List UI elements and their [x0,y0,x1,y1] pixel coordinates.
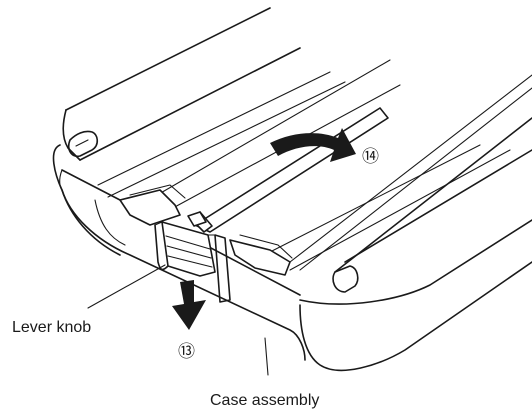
left-latch-notch [75,139,89,147]
screwdriver-shaft [194,107,389,233]
case-right-bottom-edge-2 [299,261,532,372]
label-case-assembly: Case assembly [210,392,319,409]
case-right-rim-top [334,117,532,273]
case-left-inner-slope-2 [107,81,346,198]
lever-knob-side [154,224,169,271]
label-lever-knob: Lever knob [12,319,91,336]
lever-knob-ridge-3 [167,255,213,268]
step-13-number: ⑬ [178,342,195,362]
lever-knob-body [161,221,216,277]
lever-knob-post-left [154,221,163,226]
case-floor-line-1 [139,59,391,206]
case-floor-line-4 [269,144,481,253]
case-floor-line-3 [289,149,511,271]
latch-housing-right [229,239,291,276]
case-left-rim-inner [79,47,301,161]
case-left-inner-slope [97,71,331,186]
latch-housing-right-top [239,234,293,259]
case-right-rim-inner [344,149,532,263]
lever-knob-ridge-1 [165,235,211,250]
lever-knob-ridge-2 [166,245,212,259]
case-right-inner-slope-2 [289,74,532,263]
case-front-face-mid-line [94,199,126,246]
right-corner-latch [332,265,359,293]
case-left-wall [52,144,121,256]
lever-knob-post-right [214,234,231,303]
leader-lever-knob [87,264,166,309]
case-right-bottom-edge [299,219,532,305]
leader-case-assembly [264,337,269,376]
latch-housing-left [119,189,181,226]
latch-housing-left-top [129,184,186,199]
step-14-number: ⑭ [362,147,379,167]
arrow-13 [172,280,206,330]
case-right-inner-slope [299,87,532,271]
lever-top-tab [187,211,207,227]
left-latch-tab [67,130,99,158]
arrow-14 [270,128,356,162]
case-front-face-bottom [61,189,306,361]
case-left-rim-top [65,7,271,111]
case-front-face-left-corner [59,169,63,191]
